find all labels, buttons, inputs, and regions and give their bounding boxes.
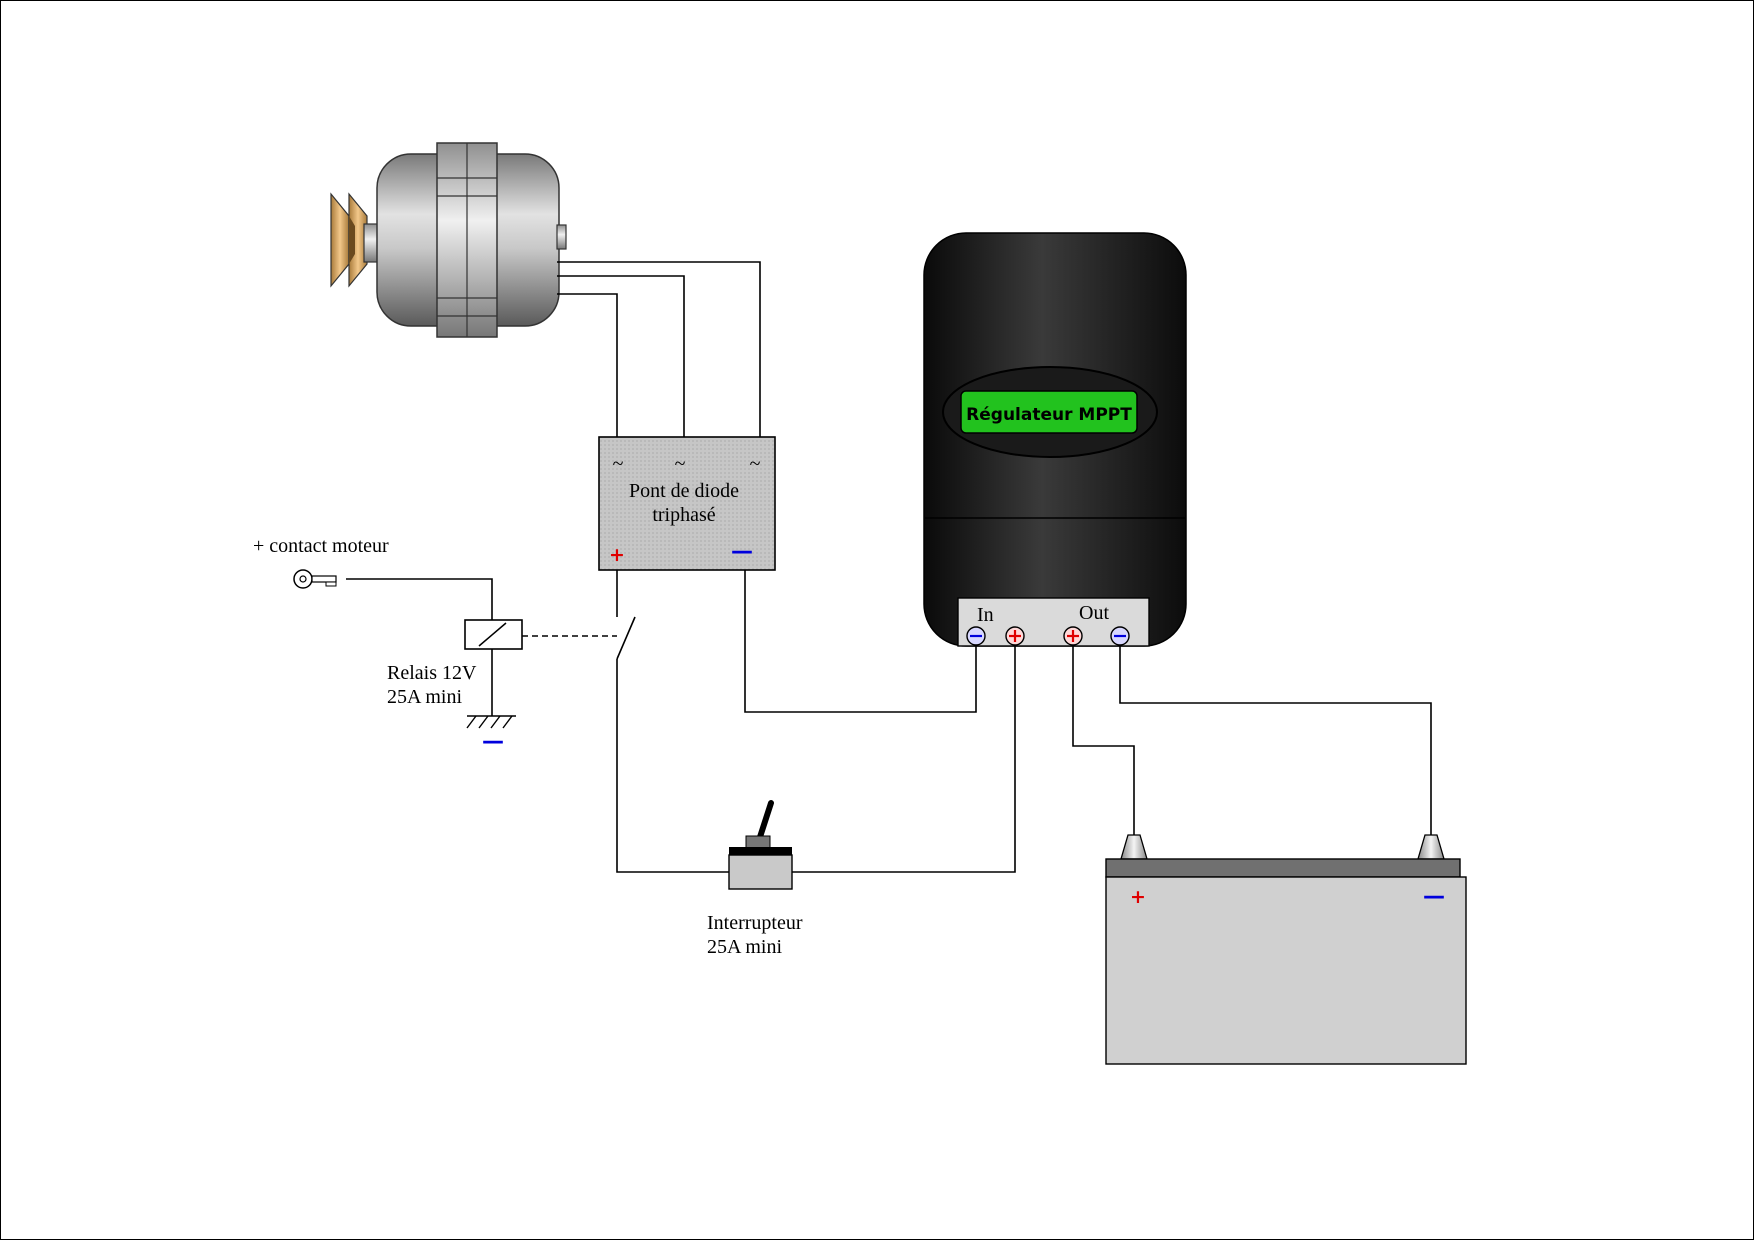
battery-icon: [1105, 834, 1467, 1065]
ground-icon: [466, 715, 516, 729]
relay-label-2: 25A mini: [387, 686, 462, 708]
wire-out-plus-to-battery: [1072, 645, 1135, 835]
mppt-in-minus-terminal: [966, 626, 986, 646]
phase-wire-2: [557, 275, 685, 437]
switch-label-1: Interrupteur: [707, 912, 803, 934]
diode-bridge-plus: +: [609, 544, 625, 566]
diode-bridge-title-2: triphasé: [652, 504, 715, 526]
ground-minus: —: [482, 729, 504, 754]
diode-bridge: ~ ~ ~ Pont de diode triphasé + —: [598, 436, 776, 571]
diode-bridge-minus: —: [731, 539, 753, 564]
mppt-out-plus-terminal: [1063, 626, 1083, 646]
battery-minus: —: [1423, 884, 1445, 909]
battery-plus: +: [1130, 886, 1146, 908]
wire-out-minus-to-battery: [1119, 645, 1432, 835]
mppt-out-minus-terminal: [1110, 626, 1130, 646]
relay-label-1: Relais 12V: [387, 662, 477, 684]
ac-symbol-2: ~: [675, 453, 686, 475]
mppt-regulator: Régulateur MPPT In Out: [923, 232, 1187, 647]
ac-symbol-1: ~: [613, 453, 624, 475]
mppt-in-label: In: [977, 604, 994, 626]
wire-contact-to-relay: [346, 578, 493, 620]
switch-label-2: 25A mini: [707, 936, 782, 958]
wire-contact-to-switch: [616, 659, 729, 873]
key-icon: [293, 569, 337, 589]
wire-switch-to-mppt: [792, 636, 1016, 873]
mppt-out-label: Out: [1079, 602, 1109, 624]
mppt-display: [960, 390, 1138, 434]
phase-wire-1: [557, 261, 761, 437]
diode-bridge-title-1: Pont de diode: [629, 480, 739, 502]
wire-bridge-minus-to-mppt: [744, 570, 977, 713]
phase-wire-3: [557, 293, 618, 437]
contact-label: + contact moteur: [253, 535, 389, 557]
mppt-title: Régulateur MPPT: [966, 405, 1132, 425]
relay-contact: [616, 616, 636, 660]
ac-symbol-3: ~: [750, 453, 761, 475]
relay-coil: [464, 619, 523, 650]
mppt-in-plus-terminal: [1005, 626, 1025, 646]
toggle-switch-icon: [728, 800, 793, 890]
alternator-icon: [330, 142, 567, 338]
